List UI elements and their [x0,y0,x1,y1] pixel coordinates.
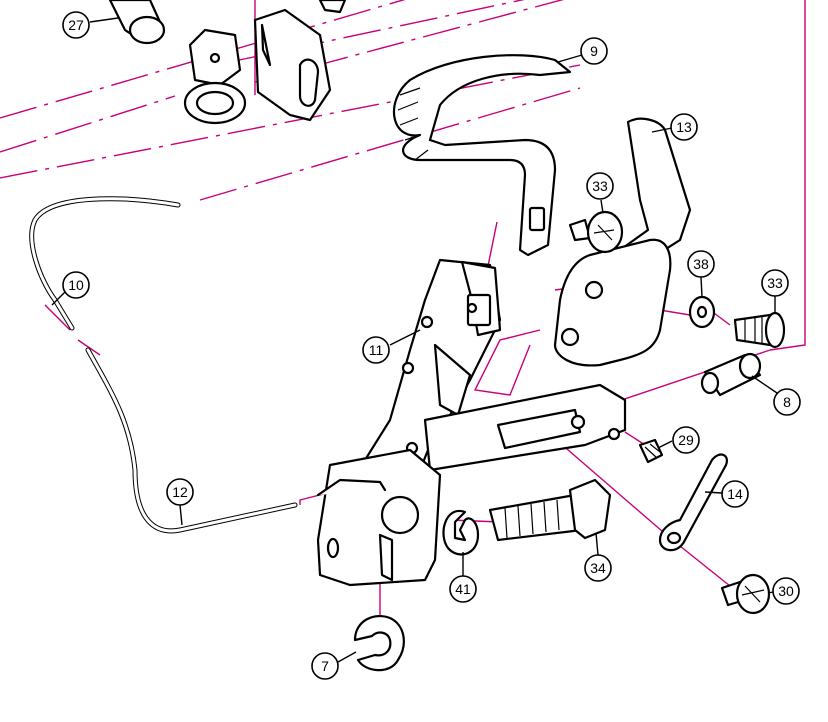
callout-10-label: 10 [68,277,84,293]
callout-11-label: 11 [369,342,384,358]
callout-33-upper: 33 [586,172,614,214]
callout-38-label: 38 [693,256,709,272]
callout-34: 34 [584,532,612,582]
callout-33-right-label: 33 [767,275,783,291]
part-7-c-washer [353,614,405,672]
callout-10: 10 [51,271,90,306]
callout-7: 7 [311,651,357,680]
callout-41-label: 41 [455,581,471,597]
callout-9: 9 [557,37,608,65]
callout-7-label: 7 [321,658,329,674]
part-10-12-wire-rods [29,196,298,534]
callout-38: 38 [687,250,715,298]
callout-11: 11 [362,329,421,364]
part-13-lever-plate [553,117,692,367]
part-8-sleeve [700,352,762,397]
callout-8: 8 [751,375,801,416]
part-34-threaded-bolt [488,478,612,542]
part-11-main-arm [363,258,502,477]
callout-33-right: 33 [761,269,789,313]
callouts: 27 9 13 33 38 33 10 [51,11,801,680]
callout-9-label: 9 [590,43,598,59]
callout-27-label: 27 [68,17,84,33]
part-27-pin [108,0,166,45]
callout-30: 30 [767,577,800,605]
part-30-screw [720,573,771,615]
callout-13: 13 [651,113,698,141]
callout-13-label: 13 [676,119,692,135]
callout-27: 27 [62,11,119,39]
callout-14: 14 [704,480,749,508]
part-38-washer [688,295,716,329]
part-41-e-ring [442,509,480,556]
callout-8-label: 8 [783,394,791,410]
part-9-hook-lever [392,54,572,257]
part-33-screw-right [733,311,786,349]
callout-30-label: 30 [778,583,794,599]
part-14-link [658,453,728,552]
callout-41: 41 [449,552,477,603]
callout-29-label: 29 [678,432,694,448]
top-bracket-assembly [183,0,347,125]
assembly-guide-lines [0,0,806,620]
part-29-small-screw [638,438,664,464]
callout-34-label: 34 [590,560,606,576]
callout-33-upper-label: 33 [592,178,608,194]
callout-14-label: 14 [727,486,743,502]
callout-29: 29 [657,426,700,454]
base-housing [316,383,627,587]
callout-12-label: 12 [172,484,188,500]
part-33-screw-upper [568,210,624,254]
callout-12: 12 [166,478,194,526]
